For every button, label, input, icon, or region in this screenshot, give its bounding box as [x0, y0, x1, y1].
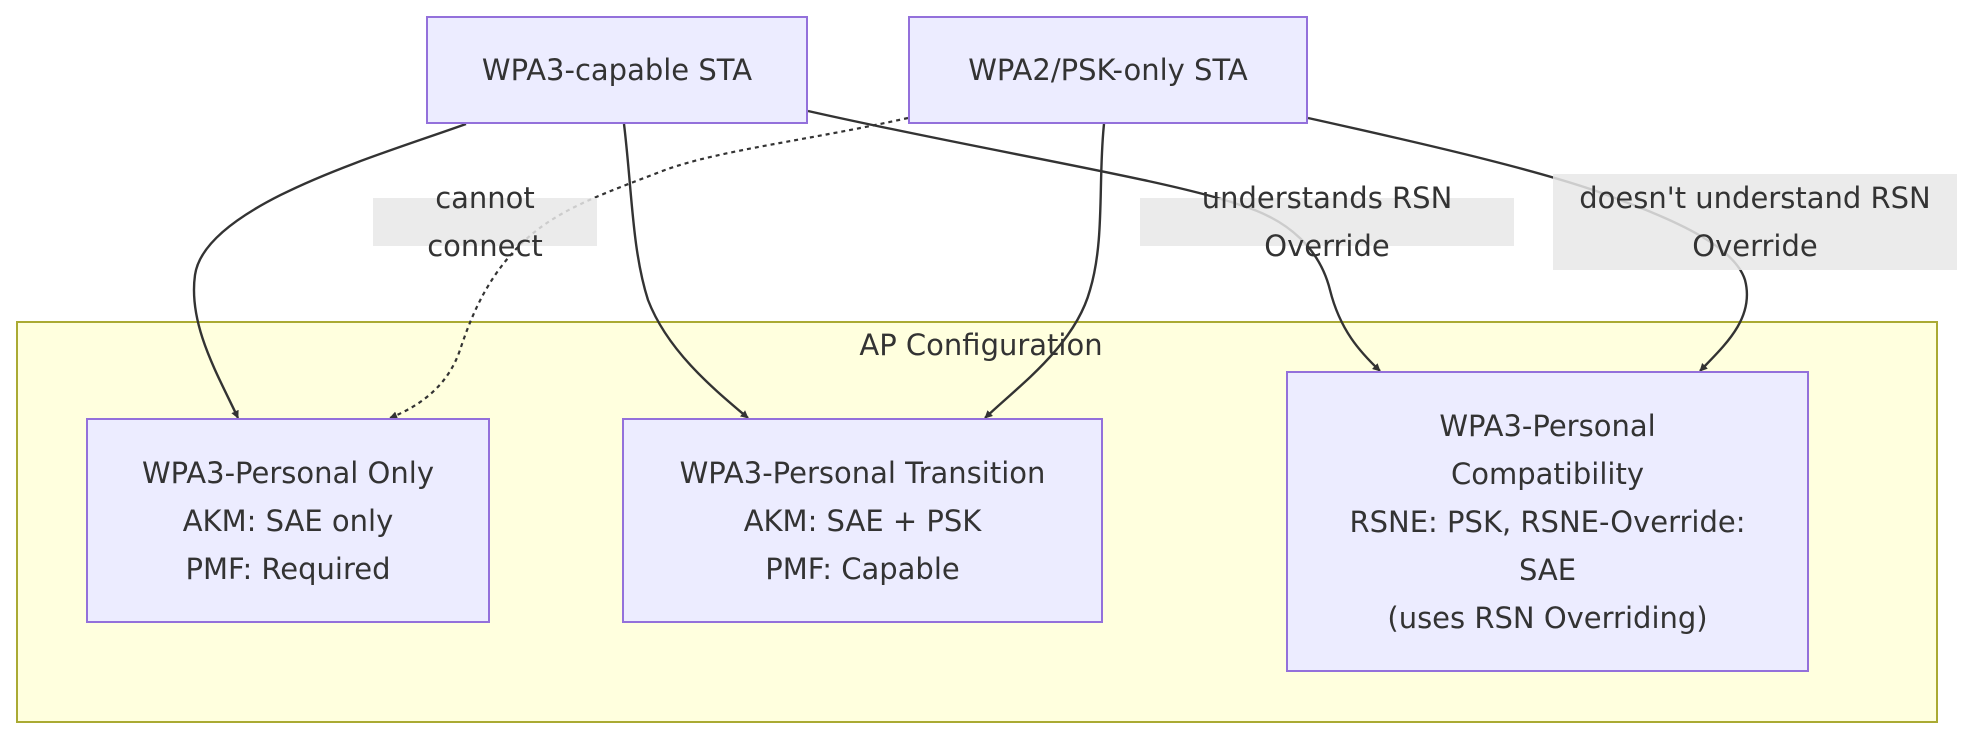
wpa3-personal-transition-node: WPA3-Personal Transition AKM: SAE + PSK … — [622, 418, 1103, 623]
edge-wpa3-to-personal-only — [192, 122, 467, 419]
node-label-line: WPA3-Personal Transition — [679, 455, 1046, 490]
node-label-line: (uses RSN Overriding) — [1387, 600, 1708, 635]
wpa3-personal-only-node: WPA3-Personal Only AKM: SAE only PMF: Re… — [86, 418, 490, 623]
edge-label-line: cannot connect — [427, 181, 543, 263]
node-label-line: AKM: SAE only — [182, 503, 394, 538]
node-label-line: WPA3-capable STA — [481, 53, 753, 87]
edge-label-line: Override — [1692, 229, 1818, 263]
node-label-line: WPA3-Personal — [1439, 408, 1656, 443]
wpa3-capable-sta-node: WPA3-capable STA — [426, 16, 808, 124]
wpa3-personal-compatibility-node: WPA3-Personal Compatibility RSNE: PSK, R… — [1286, 371, 1809, 672]
edge-label-understands-rsn-override: understands RSN Override — [1140, 181, 1514, 263]
node-label-line: WPA2/PSK-only STA — [968, 53, 1248, 87]
node-label-line: AKM: SAE + PSK — [743, 503, 982, 538]
edge-wpa2-to-transition — [984, 123, 1106, 419]
wpa2-psk-only-sta-node: WPA2/PSK-only STA — [908, 16, 1308, 124]
edge-wpa2-to-personal-only — [389, 116, 909, 420]
node-label-line: Compatibility — [1451, 456, 1644, 491]
node-label-line: PMF: Required — [185, 551, 391, 586]
edge-wpa3-to-transition — [622, 123, 749, 419]
edge-label-line: understands RSN Override — [1201, 181, 1453, 263]
cluster-title: AP Configuration — [859, 328, 1103, 362]
node-label-line: WPA3-Personal Only — [142, 455, 434, 490]
edge-label-doesnt-understand-rsn-override: doesn't understand RSN Override — [1553, 174, 1957, 270]
edge-label-cannot-connect: cannot connect — [373, 181, 597, 263]
node-label-line: SAE — [1518, 552, 1577, 587]
node-label-line: PMF: Capable — [765, 551, 960, 586]
node-label-line: RSNE: PSK, RSNE-Override: — [1349, 504, 1746, 539]
edge-label-line: doesn't understand RSN — [1579, 181, 1931, 215]
